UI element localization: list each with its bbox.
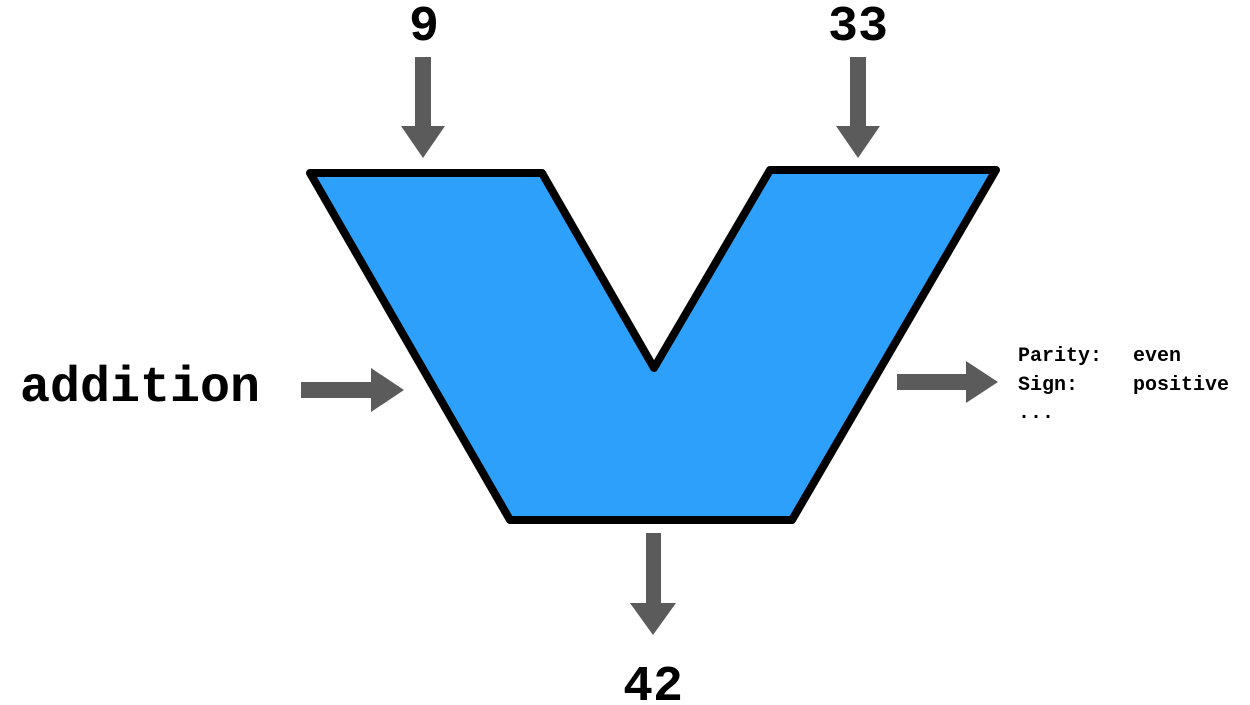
- alu-shape: [306, 166, 1000, 524]
- flag-sign-value: positive: [1133, 374, 1229, 397]
- input-b-value: 33: [828, 0, 888, 56]
- input-a-value: 9: [409, 0, 439, 56]
- flag-parity-value: even: [1133, 345, 1181, 368]
- flags-ellipsis: ...: [1018, 402, 1054, 425]
- input-b-arrow-icon: [836, 57, 880, 158]
- operation-label: addition: [20, 360, 260, 417]
- flags-arrow-icon: [897, 361, 998, 403]
- input-a-arrow-icon: [401, 57, 445, 158]
- flag-parity-label: Parity:: [1018, 345, 1102, 368]
- operation-arrow-icon: [301, 368, 404, 412]
- output-arrow-icon: [630, 533, 676, 635]
- flag-sign-label: Sign:: [1018, 374, 1078, 397]
- output-result: 42: [623, 659, 683, 705]
